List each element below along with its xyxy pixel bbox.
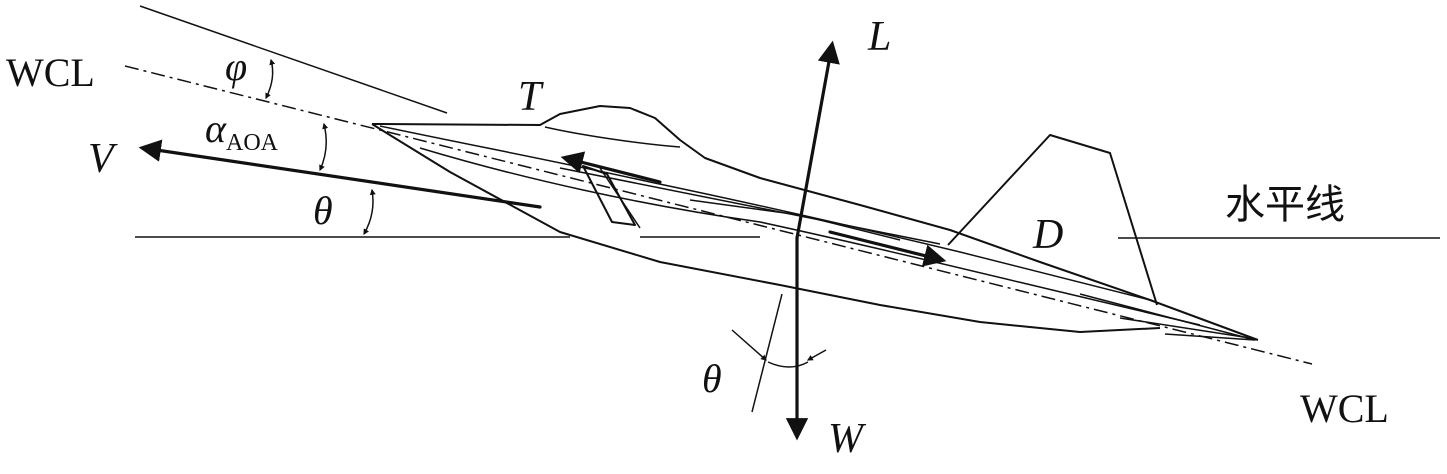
- drag-label: D: [1032, 212, 1063, 258]
- angle-markers: [265, 58, 827, 368]
- lift-vector: [795, 40, 840, 240]
- lift-label: L: [867, 14, 891, 60]
- aircraft-silhouette: [371, 105, 1259, 341]
- drag-vector: [828, 230, 947, 267]
- phi-label: φ: [225, 44, 247, 89]
- alpha-label: αAOA: [205, 106, 279, 156]
- theta-left-label: θ: [313, 188, 333, 233]
- thrust-label: T: [518, 74, 544, 120]
- weight-tilt-reference-line: [751, 293, 783, 413]
- velocity-vector: [138, 139, 542, 209]
- phi-reference-line: [139, 5, 448, 114]
- horizontal-reference-line: [135, 236, 1440, 239]
- wing-chord-line: [124, 65, 1313, 365]
- horizontal-line-label: 水平线: [1225, 182, 1345, 228]
- wcl-left-label: WCL: [6, 50, 95, 95]
- weight-label: W: [828, 416, 867, 462]
- thrust-vector: [560, 151, 662, 184]
- wcl-right-label: WCL: [1300, 386, 1389, 431]
- velocity-label: V: [88, 136, 118, 182]
- theta-bottom-label: θ: [702, 356, 722, 401]
